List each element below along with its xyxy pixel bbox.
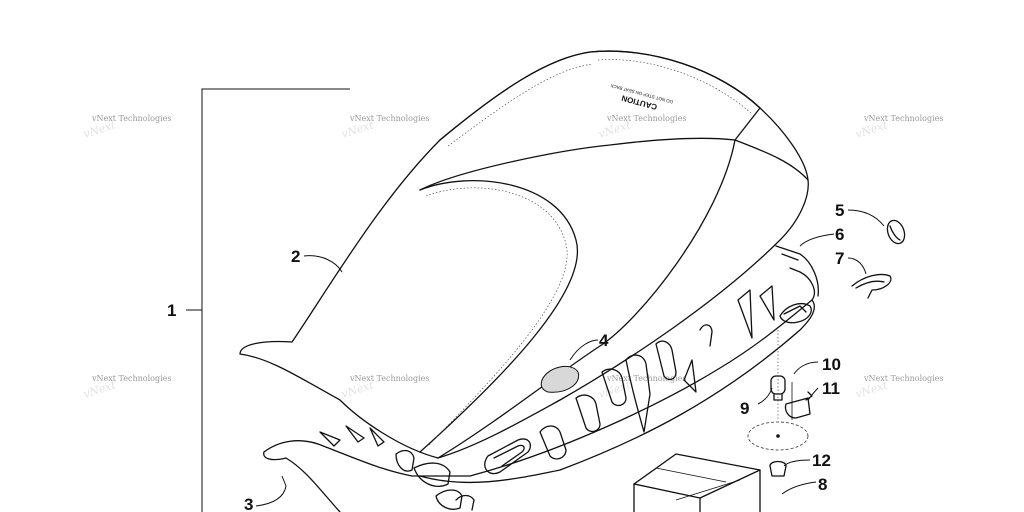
seat-cover: CAUTION DO NOT STEP ON SEAT BACK: [239, 50, 809, 459]
watermark-3: vNext vNext Technologies: [597, 114, 687, 141]
foam-pad: [540, 339, 599, 393]
storage-block: [633, 453, 761, 512]
svg-text:vNext Technologies: vNext Technologies: [91, 114, 171, 123]
callout-3: 3: [244, 495, 253, 512]
watermark-5: vNext vNext Technologies: [82, 374, 172, 401]
svg-text:vNext Technologies: vNext Technologies: [863, 374, 943, 383]
latch-spring: [851, 273, 892, 299]
callout-4: 4: [599, 331, 609, 350]
watermark-6: vNext vNext Technologies: [340, 374, 430, 401]
svg-text:vNext Technologies: vNext Technologies: [863, 114, 943, 123]
callout-9: 9: [740, 399, 749, 418]
watermark-4: vNext vNext Technologies: [854, 114, 944, 141]
callout-2: 2: [291, 247, 300, 266]
assembly-bracket: [186, 88, 350, 512]
callout-8: 8: [818, 475, 827, 494]
callout-7: 7: [835, 249, 844, 268]
svg-text:vNext Technologies: vNext Technologies: [606, 114, 686, 123]
watermark-1: vNext vNext Technologies: [82, 114, 172, 141]
svg-text:vNext Technologies: vNext Technologies: [349, 374, 429, 383]
base-vents: [319, 285, 775, 511]
leader-lines: [255, 209, 885, 507]
svg-text:vNext Technologies: vNext Technologies: [91, 374, 171, 383]
callout-6: 6: [835, 225, 844, 244]
svg-text:vNext Technologies: vNext Technologies: [349, 114, 429, 123]
callout-10: 10: [822, 355, 841, 374]
watermarks: vNext vNext Technologies vNext vNext Tec…: [82, 114, 944, 401]
clip-ring: [886, 219, 906, 245]
callout-5: 5: [835, 201, 844, 220]
callout-11: 11: [822, 379, 840, 398]
callout-12: 12: [812, 451, 831, 470]
watermark-8: vNext vNext Technologies: [854, 374, 944, 401]
callout-1: 1: [167, 301, 176, 320]
seat-base: [263, 245, 819, 512]
fastener-stack: [747, 330, 813, 477]
watermark-2: vNext vNext Technologies: [340, 114, 430, 141]
callout-labels: 1 2 3 4 5 6 7 8 9 10 11 12: [167, 201, 844, 512]
caution-label: CAUTION DO NOT STEP ON SEAT BACK: [610, 83, 674, 112]
svg-text:vNext Technologies: vNext Technologies: [606, 374, 686, 383]
